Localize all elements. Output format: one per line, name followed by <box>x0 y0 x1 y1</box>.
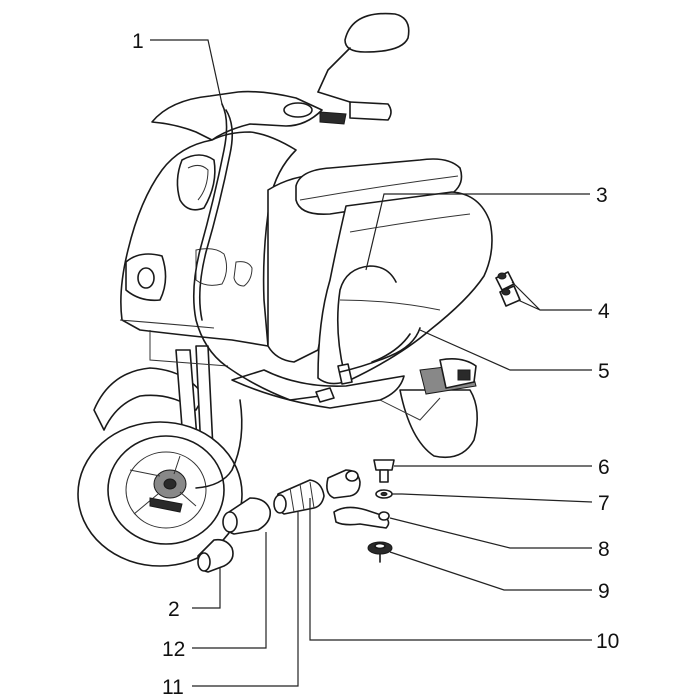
callout-6: 6 <box>598 456 610 479</box>
front-wheel <box>77 421 243 567</box>
part-2-boot <box>197 538 234 573</box>
callout-12: 12 <box>162 638 185 661</box>
callout-4: 4 <box>598 300 610 323</box>
part-4-adjusters <box>495 271 521 307</box>
right-grip <box>349 101 392 121</box>
part-8-clamp <box>333 506 390 529</box>
leader-8 <box>389 517 592 549</box>
callout-5: 5 <box>598 360 610 383</box>
leader-2 <box>192 568 221 609</box>
leader-12 <box>192 532 267 649</box>
rear-body <box>317 191 493 385</box>
cable-routings <box>192 103 421 489</box>
scooter-illustration <box>77 12 493 567</box>
leader-11 <box>192 512 299 687</box>
front-shield <box>120 131 297 347</box>
callout-9: 9 <box>598 580 610 603</box>
rear-brake-cable <box>336 265 397 373</box>
callout-10: 10 <box>596 630 619 653</box>
throttle-cable <box>339 327 421 373</box>
part-7-washer <box>375 489 393 499</box>
leader-9 <box>389 551 592 591</box>
leader-lines <box>150 39 593 687</box>
callout-2: 2 <box>168 598 180 621</box>
part-6-bolt <box>373 459 395 483</box>
part-9-gear <box>367 541 393 563</box>
part-12-sleeve <box>222 497 272 535</box>
leader-1 <box>150 39 223 105</box>
callout-3: 3 <box>596 184 608 207</box>
leader-3 <box>365 193 590 271</box>
front-brake-cable <box>192 103 321 401</box>
leader-5 <box>419 329 592 371</box>
leader-4 <box>511 281 592 311</box>
leader-7 <box>392 493 593 503</box>
rear-wheel <box>399 389 478 459</box>
callout-labels: 1 2 3 4 5 6 7 8 9 10 11 12 <box>132 30 619 699</box>
part-10-nipple <box>326 469 361 499</box>
mirror <box>344 12 410 53</box>
callout-11: 11 <box>162 676 184 699</box>
callout-7: 7 <box>598 492 610 515</box>
part-11-bellows <box>273 479 325 515</box>
callout-1: 1 <box>132 30 144 53</box>
callout-8: 8 <box>598 538 610 561</box>
leader-10 <box>309 498 592 641</box>
